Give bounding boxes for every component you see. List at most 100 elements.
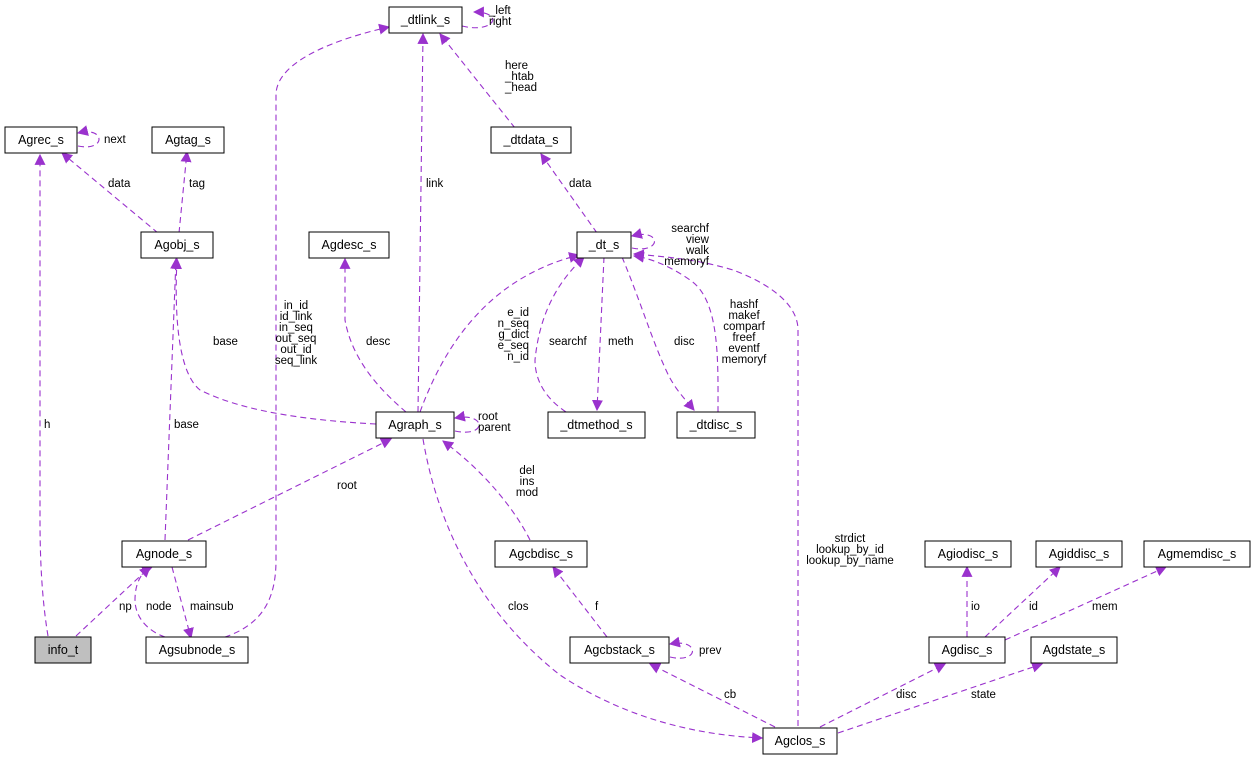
edge-agraph-agclos xyxy=(422,438,764,744)
node-agsubnode[interactable]: Agsubnode_s xyxy=(145,636,249,664)
edge-label-line: lookup_by_name xyxy=(806,555,894,567)
label-agraph-agclos: clos xyxy=(508,601,529,613)
edge-label-line: np xyxy=(119,601,132,613)
node-agobj[interactable]: Agobj_s xyxy=(140,231,214,259)
edge-agrec-self xyxy=(76,125,100,148)
edge-agobj-agtag xyxy=(178,150,192,234)
edge-label-line: root xyxy=(478,411,499,423)
node-dt[interactable]: _dt_s xyxy=(576,231,632,259)
node-dtdisc-label: _dtdisc_s xyxy=(689,418,743,432)
edge-info-agrec xyxy=(34,153,49,637)
edge-label-line: hashf xyxy=(730,299,759,311)
node-agiodisc[interactable]: Agiodisc_s xyxy=(924,540,1012,568)
label-agclos-agcbstack: cb xyxy=(724,689,736,701)
node-agclos-label: Agclos_s xyxy=(775,734,826,748)
node-agraph-label: Agraph_s xyxy=(388,418,442,432)
node-agiddisc-label: Agiddisc_s xyxy=(1049,547,1109,561)
edge-dt-self xyxy=(630,228,656,250)
edge-label-line: mod xyxy=(516,487,538,499)
node-agdisc[interactable]: Agdisc_s xyxy=(928,636,1006,664)
edge-label-line: lookup_by_id xyxy=(816,544,884,556)
edge-label-line: link xyxy=(426,178,444,190)
edge-label-line: view xyxy=(686,234,710,246)
edge-label-line: _left xyxy=(488,5,512,17)
label-dtdata-dtlink: here_htab_head xyxy=(504,60,537,94)
edge-label-line: e_id xyxy=(507,307,529,319)
node-agraph[interactable]: Agraph_s xyxy=(375,411,455,439)
node-info-label: info_t xyxy=(48,643,79,657)
node-dtdata[interactable]: _dtdata_s xyxy=(490,126,572,154)
label-agcbstack-self: prev xyxy=(699,645,722,657)
edge-label-line: eventf xyxy=(728,343,760,355)
label-agrec-self: next xyxy=(104,134,127,146)
node-agclos[interactable]: Agclos_s xyxy=(762,727,838,755)
edge-label-line: clos xyxy=(508,601,529,613)
edge-label-line: makef xyxy=(728,310,760,322)
edge-label-line: disc xyxy=(674,336,695,348)
label-dtmethod-dt: searchf xyxy=(549,336,588,348)
node-agcbdisc-label: Agcbdisc_s xyxy=(509,547,573,561)
edge-label-line: next xyxy=(104,134,127,146)
edge-agclos-dt xyxy=(632,249,799,726)
node-agsubnode-label: Agsubnode_s xyxy=(159,643,235,657)
edge-label-line: _htab xyxy=(504,71,534,83)
edge-label-line: memoryf xyxy=(722,354,768,366)
edge-label-line: data xyxy=(108,178,131,190)
node-dtdata-label: _dtdata_s xyxy=(503,133,559,147)
edge-label-line: prev xyxy=(699,645,722,657)
edge-agsubnode-dtlink xyxy=(214,23,391,641)
node-dtlink[interactable]: _dtlink_s xyxy=(388,6,463,34)
edge-label-line: _head xyxy=(504,82,537,94)
edge-agraph-agobj xyxy=(171,257,377,425)
node-dtmethod-label: _dtmethod_s xyxy=(559,418,632,432)
edge-label-line: searchf xyxy=(549,336,588,348)
edge-label-line: out_seq xyxy=(276,333,317,345)
label-dt-dtmethod: meth xyxy=(608,336,634,348)
label-agobj-agrec: data xyxy=(108,178,131,190)
edge-agcbdisc-agraph xyxy=(442,440,531,541)
node-agcbstack[interactable]: Agcbstack_s xyxy=(569,636,670,664)
node-agcbdisc[interactable]: Agcbdisc_s xyxy=(494,540,588,568)
edge-info-agnode xyxy=(75,566,151,637)
edge-label-line: out_id xyxy=(280,344,311,356)
node-agdstate[interactable]: Agdstate_s xyxy=(1030,636,1118,664)
edge-label-line: tag xyxy=(189,178,205,190)
label-agclos-agdstate: state xyxy=(971,689,996,701)
node-agdisc-label: Agdisc_s xyxy=(942,643,993,657)
edge-label-line: in_seq xyxy=(279,322,313,334)
node-agiddisc[interactable]: Agiddisc_s xyxy=(1035,540,1123,568)
edge-label-line: memoryf xyxy=(664,256,710,268)
edge-label-line: seq_link xyxy=(275,355,317,367)
edge-label-line: e_seq xyxy=(498,340,529,352)
edge-label-line: disc xyxy=(896,689,917,701)
node-agnode[interactable]: Agnode_s xyxy=(121,540,207,568)
edge-dt-dtdata xyxy=(540,153,598,234)
node-agrec[interactable]: Agrec_s xyxy=(4,126,78,154)
edge-label-line: ins xyxy=(520,476,535,488)
edge-label-line: id xyxy=(1029,601,1038,613)
edge-label-line: parent xyxy=(478,422,511,434)
node-agtag[interactable]: Agtag_s xyxy=(151,126,225,154)
node-info[interactable]: info_t xyxy=(34,636,92,664)
node-dtmethod[interactable]: _dtmethod_s xyxy=(547,411,646,439)
edge-agcbstack-self xyxy=(668,636,694,659)
node-dtdisc[interactable]: _dtdisc_s xyxy=(676,411,756,439)
label-agnode-agsubnode: mainsub xyxy=(190,601,233,613)
edge-agdisc-agiddisc xyxy=(984,566,1061,638)
label-agcbstack-agcbdisc: f xyxy=(595,601,599,613)
node-agmemdisc[interactable]: Agmemdisc_s xyxy=(1143,540,1251,568)
node-dt-label: _dt_s xyxy=(588,238,620,252)
node-agdesc[interactable]: Agdesc_s xyxy=(308,231,390,259)
edge-label-line: n_id xyxy=(507,351,529,363)
edge-agraph-agdesc xyxy=(339,257,407,413)
node-agiodisc-label: Agiodisc_s xyxy=(938,547,998,561)
node-agmemdisc-label: Agmemdisc_s xyxy=(1158,547,1237,561)
edge-dtlink-self xyxy=(461,6,494,29)
edge-label-line: id_link xyxy=(280,311,313,323)
node-agnode-label: Agnode_s xyxy=(136,547,192,561)
edge-label-line: here xyxy=(505,60,528,72)
